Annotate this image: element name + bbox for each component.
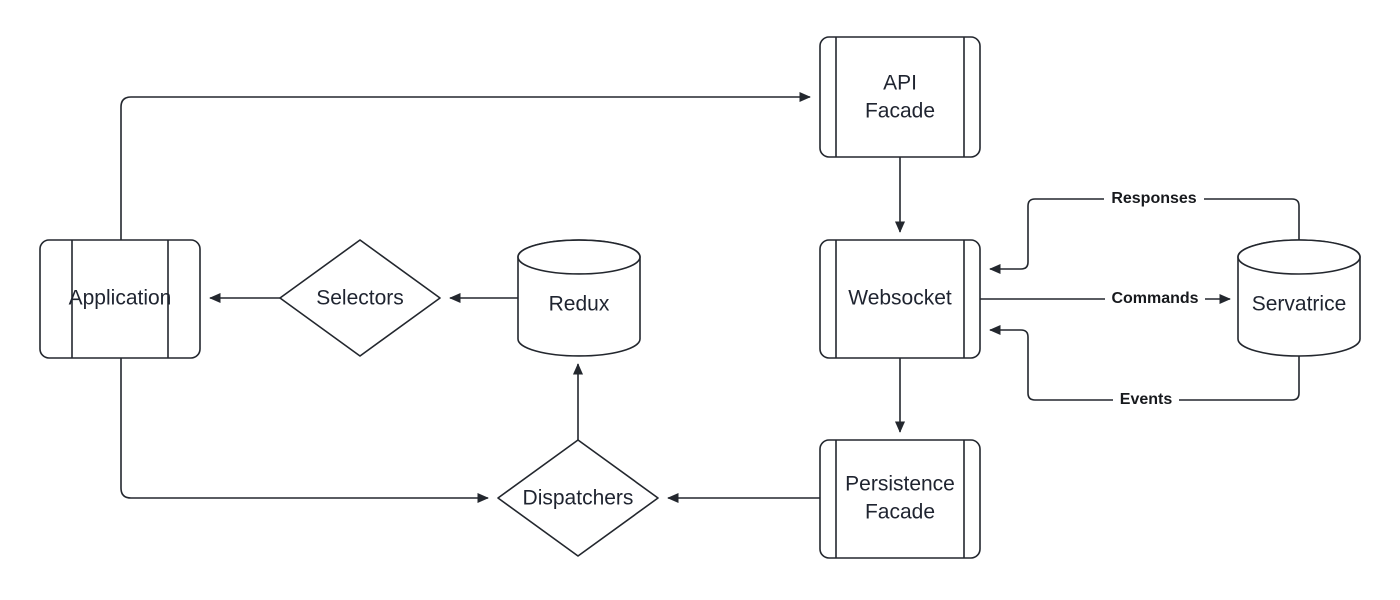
edge-label-responses: Responses (1104, 188, 1204, 210)
node-application-label: Application (69, 287, 172, 310)
node-websocket[interactable]: Websocket (819, 239, 981, 359)
node-persistence-facade-label-line1: Persistence (845, 473, 955, 496)
node-api-facade-label-line2: Facade (865, 100, 935, 123)
edge-label-events: Events (1113, 389, 1179, 411)
node-api-facade[interactable]: API Facade (819, 36, 981, 158)
edge-servatrice-to-websocket-events (989, 324, 1300, 401)
edge-application-to-dispatchers (120, 358, 489, 504)
node-servatrice[interactable]: Servatrice (1237, 239, 1361, 357)
node-servatrice-label: Servatrice (1252, 293, 1347, 316)
edge-label-events-text: Events (1120, 391, 1173, 408)
edge-label-commands-text: Commands (1111, 290, 1198, 307)
node-selectors[interactable]: Selectors (279, 239, 441, 357)
edge-application-to-api-facade (120, 91, 811, 240)
node-dispatchers-label: Dispatchers (523, 487, 634, 510)
node-redux-label: Redux (549, 293, 610, 316)
edge-label-responses-text: Responses (1111, 190, 1196, 207)
node-application[interactable]: Application (39, 239, 201, 359)
node-selectors-label: Selectors (316, 287, 404, 310)
edge-label-commands: Commands (1105, 288, 1205, 310)
node-redux[interactable]: Redux (517, 239, 641, 357)
edge-servatrice-to-websocket-responses (989, 198, 1300, 275)
node-websocket-label: Websocket (848, 287, 952, 310)
node-dispatchers[interactable]: Dispatchers (497, 439, 659, 557)
node-persistence-facade-label-line2: Facade (865, 501, 935, 524)
node-api-facade-label-line1: API (883, 72, 917, 95)
node-persistence-facade[interactable]: Persistence Facade (819, 439, 981, 559)
